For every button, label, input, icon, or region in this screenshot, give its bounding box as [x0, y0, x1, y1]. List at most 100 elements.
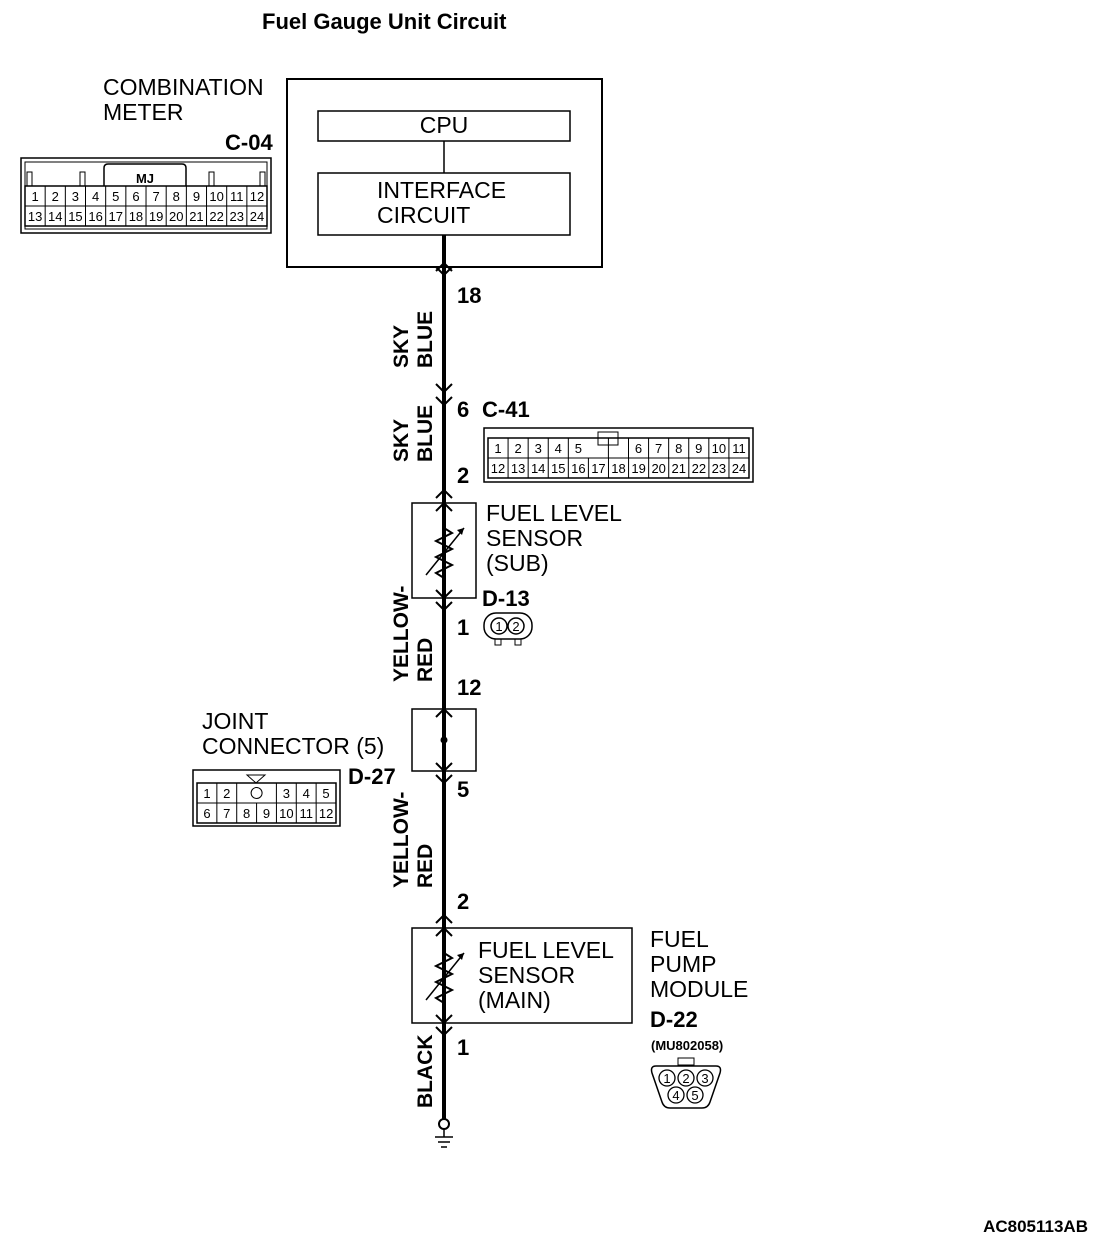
c41-cell-21: 21 [672, 461, 686, 476]
ground-symbol [435, 1118, 453, 1148]
svg-text:3: 3 [701, 1071, 708, 1086]
svg-text:BLUE: BLUE [414, 311, 437, 368]
c04-cell-19: 19 [149, 209, 163, 224]
joint-label-1: JOINT [202, 708, 268, 734]
svg-text:SKY: SKY [390, 325, 413, 368]
c41-cell-8: 8 [675, 441, 682, 456]
c41-cell-17: 17 [591, 461, 605, 476]
svg-text:5: 5 [691, 1088, 698, 1103]
d27-cell-5: 5 [322, 786, 329, 801]
c41-cell-18: 18 [611, 461, 625, 476]
c41-cell-20: 20 [651, 461, 665, 476]
c41-cell-19: 19 [631, 461, 645, 476]
svg-text:1: 1 [495, 619, 502, 634]
d27-cell-8: 8 [243, 806, 250, 821]
c41-cell-5: 5 [575, 441, 582, 456]
c04-cell-16: 16 [88, 209, 102, 224]
wire3-color: YELLOW- RED [390, 586, 437, 682]
svg-text:2: 2 [682, 1071, 689, 1086]
fuel-pump-label-2: PUMP [650, 951, 716, 977]
c04-cell-9: 9 [193, 189, 200, 204]
c04-cell-6: 6 [132, 189, 139, 204]
c04-cell-21: 21 [189, 209, 203, 224]
c04-cell-20: 20 [169, 209, 183, 224]
c41-cell-6: 6 [635, 441, 642, 456]
sensor-sub-variable-resistor [425, 510, 465, 591]
c04-cell-1: 1 [31, 189, 38, 204]
sensor-main-box [411, 927, 633, 1024]
c04-cell-11: 11 [230, 189, 244, 204]
fuel-pump-label-1: FUEL [650, 926, 709, 952]
c41-cell-16: 16 [571, 461, 585, 476]
c41-cell-7: 7 [655, 441, 662, 456]
joint-connector-box [411, 708, 477, 772]
c41-cell-1: 1 [494, 441, 501, 456]
c41-cell-4: 4 [555, 441, 562, 456]
c04-cell-24: 24 [250, 209, 264, 224]
c41-cell-24: 24 [732, 461, 746, 476]
d22-code: D-22 [650, 1007, 698, 1032]
c04-cell-22: 22 [209, 209, 223, 224]
c04-cell-8: 8 [173, 189, 180, 204]
d27-cell-3: 3 [283, 786, 290, 801]
d27-code: D-27 [348, 764, 396, 789]
interface-label-1: INTERFACE [377, 177, 506, 203]
diagram-title: Fuel Gauge Unit Circuit [262, 9, 507, 34]
sensor-sub-label-3: (SUB) [486, 550, 549, 576]
chevron-10 [435, 774, 453, 785]
c04-cell-14: 14 [48, 209, 62, 224]
c04-cell-18: 18 [129, 209, 143, 224]
chevron-11 [435, 913, 453, 924]
c41-cell-3: 3 [535, 441, 542, 456]
wire2-color: SKY BLUE [390, 405, 437, 462]
c41-cell-22: 22 [692, 461, 706, 476]
svg-text:RED: RED [414, 844, 437, 888]
c41-code: C-41 [482, 397, 530, 422]
cpu-label: CPU [420, 112, 469, 138]
c04-cell-15: 15 [68, 209, 82, 224]
d27-cell-9: 9 [263, 806, 270, 821]
c41-cell-14: 14 [531, 461, 545, 476]
chevron-2 [435, 383, 453, 394]
svg-text:RED: RED [414, 638, 437, 682]
combination-meter-label-1: COMBINATION [103, 74, 264, 100]
d27-cell-7: 7 [223, 806, 230, 821]
c41-cell-23: 23 [712, 461, 726, 476]
svg-text:YELLOW-: YELLOW- [390, 792, 413, 888]
c41-cell-2: 2 [515, 441, 522, 456]
d13-connector: 1 2 [483, 612, 533, 646]
sensor-main-label-1: FUEL LEVEL [478, 937, 614, 963]
c04-cell-5: 5 [112, 189, 119, 204]
c04-cell-23: 23 [230, 209, 244, 224]
chevron-3 [435, 396, 453, 407]
c04-cell-13: 13 [28, 209, 42, 224]
c41-cell-13: 13 [511, 461, 525, 476]
pin-joint-12: 12 [457, 675, 481, 700]
d27-cell-10: 10 [279, 806, 293, 821]
pin-main-1: 1 [457, 1035, 469, 1060]
c04-cell-7: 7 [152, 189, 159, 204]
c04-code: C-04 [225, 130, 273, 155]
chevron-1 [435, 266, 453, 277]
pin-main-2: 2 [457, 889, 469, 914]
c04-cell-10: 10 [209, 189, 223, 204]
c41-cell-11: 11 [732, 441, 746, 456]
d27-cell-6: 6 [203, 806, 210, 821]
c41-cell-15: 15 [551, 461, 565, 476]
sensor-sub-box [411, 502, 477, 599]
sensor-main-variable-resistor [425, 935, 465, 1016]
d27-cell-2: 2 [223, 786, 230, 801]
chevron-7 [435, 601, 453, 612]
wire4-color: YELLOW- RED [390, 792, 437, 888]
sensor-sub-label-2: SENSOR [486, 525, 583, 551]
d27-cell-1: 1 [203, 786, 210, 801]
sensor-sub-label-1: FUEL LEVEL [486, 500, 622, 526]
d13-code: D-13 [482, 586, 530, 611]
svg-text:2: 2 [512, 619, 519, 634]
c41-cell-9: 9 [695, 441, 702, 456]
chevron-4 [435, 488, 453, 499]
